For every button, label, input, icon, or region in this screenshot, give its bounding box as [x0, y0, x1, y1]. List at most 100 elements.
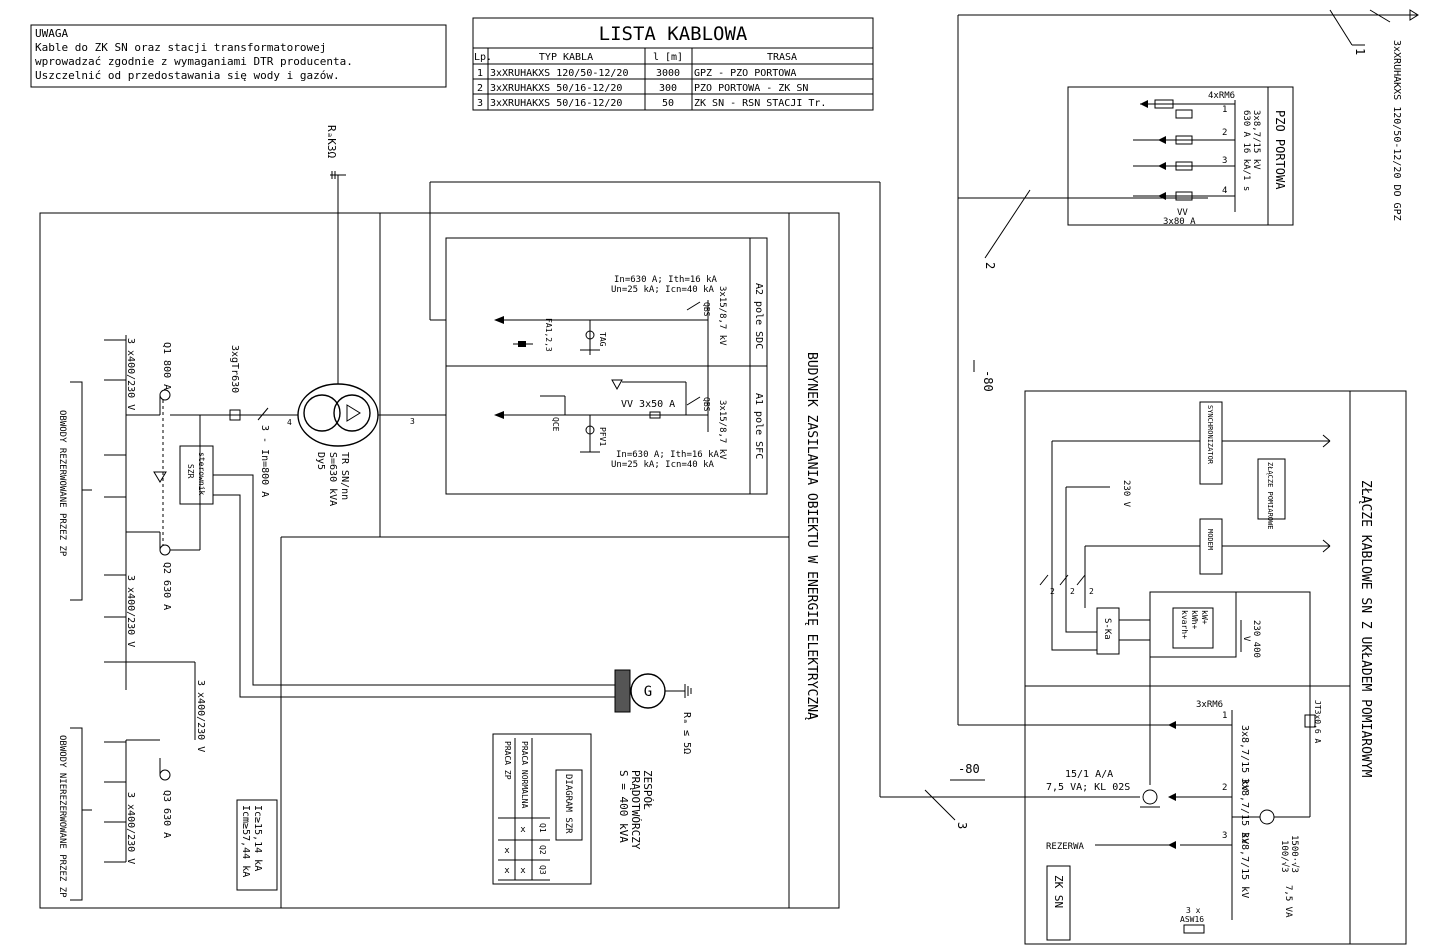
a1-voltage: 3x15/8,7 kV — [717, 400, 727, 460]
zk-bay-2: 2 — [1222, 783, 1227, 793]
zk-vt-3: 7,5 VA — [1283, 885, 1293, 918]
szr-diagram: DIAGRAM SZR PRACA NORMALNA PRACA ZP Q1 Q… — [492, 733, 592, 885]
feeder-lines: 3xXRUHAKXS 120/50-12/20 DO GPZ 1 2 -80 3… — [880, 9, 1419, 829]
zk-vt-2: 100/√3 — [1279, 840, 1290, 873]
aux-230v: 230 V — [1121, 480, 1131, 508]
szr-col-q3: Q3 — [538, 865, 547, 875]
metering-section: SYNCHRONIZATOR ZŁĄCZE POMIAROWE MODEM S-… — [1039, 401, 1331, 785]
generator-line-1: ZESPÓŁ — [641, 770, 654, 810]
feeder-n3: 3 — [955, 822, 969, 829]
wire-2-b: 2 — [1070, 587, 1075, 596]
meter-kwh: kWh+ — [1190, 610, 1199, 629]
meter-v: V — [1241, 636, 1251, 642]
zk-bay-3: 3 — [1222, 831, 1227, 841]
a2-param-2: Un=25 kA; Icn=40 kA — [611, 285, 715, 295]
szr-mark-normal-q1: x — [520, 825, 526, 835]
szr-col-q1: Q1 — [538, 823, 547, 833]
szr-controller: sterownik SZR — [179, 445, 615, 698]
cable-row-3-lp: 3 — [477, 98, 483, 109]
feeder-cable: 3xXRUHAKXS 120/50-12/20 DO GPZ — [1391, 40, 1402, 221]
zk-voltage-2: 3x8,7/15 kV — [1239, 778, 1250, 844]
cable-list-title: LISTA KABLOWA — [599, 23, 748, 45]
pzo-title: PZO PORTOWA — [1273, 110, 1287, 190]
szr-mark-zp-q2: x — [504, 846, 510, 856]
note-line-2: wprowadzać zgodnie z wymaganiami DTR pro… — [35, 55, 353, 68]
generator-symbol: G — [644, 684, 652, 700]
rk-label: RₐK3Ω — [325, 125, 338, 158]
cable-row-2-type: 3xXRUHAKXS 50/16-12/20 — [490, 83, 622, 94]
wire-mark-4: 4 — [287, 418, 292, 427]
pzo-bay-1: 1 — [1222, 105, 1227, 115]
ska-label: S-Ka — [1102, 618, 1112, 640]
generator-line-3: S = 400 kVA — [617, 770, 630, 843]
transformer-line-2: S=630 kVA — [327, 452, 338, 506]
meter-kw: kW+ — [1200, 610, 1209, 625]
wire-2-c: 2 — [1089, 587, 1094, 596]
a2-param-1: In=630 A; Ith=16 kA — [614, 275, 718, 285]
pzo-bay-4: 4 — [1222, 186, 1227, 196]
cable-row-2-length: 300 — [659, 83, 677, 94]
a2-fa: FA1,2,3 — [544, 318, 553, 352]
meter-kvarh: kvarh+ — [1180, 610, 1189, 639]
zk-jt: JT3x0,6 A — [1313, 700, 1322, 744]
zk-title: ZŁĄCZE KABLOWE SN Z UKŁADEM POMIAROWYM — [1358, 480, 1373, 778]
mv-switchgear: A2 pole SDC A1 pole SFC 3x15/8,7 kV 3x15… — [445, 237, 768, 495]
a1-field-label: A1 pole SFC — [753, 393, 764, 459]
feeder-minus80: -80 — [981, 370, 995, 392]
meter-voltage: 230 400 — [1251, 620, 1261, 658]
controller-label-1: sterownik — [197, 452, 206, 496]
a1-qce: QCE — [551, 417, 560, 432]
zk-rm: 3xRM6 — [1196, 700, 1223, 710]
zk-vt-1: 1500·√3 — [1289, 835, 1300, 873]
transformer-line-1: TR SN/nn — [339, 452, 350, 500]
generator-earth: Rₐ ≤ 5Ω — [681, 712, 692, 754]
zk-voltage-1: 3x8,7/15 kV — [1239, 725, 1250, 791]
pzo-rating-2: 3x8,7/15 kV — [1251, 110, 1261, 170]
zk-asw-1: 3 x — [1186, 906, 1201, 915]
q1-label: Q1 800 A — [161, 342, 172, 390]
cable-row-3-route: ZK SN - RSN STACJI Tr. — [694, 98, 826, 109]
szr-mark-zp-q3: x — [504, 866, 510, 876]
busbar-voltage-1: 3 x400/230 V — [125, 338, 136, 410]
wire-2-a: 2 — [1050, 587, 1055, 596]
a1-qbs: QBS — [702, 397, 711, 412]
zk-sn-enclosure: ZŁĄCZE KABLOWE SN Z UKŁADEM POMIAROWYM Z… — [1024, 390, 1407, 945]
cable-list-table: LISTA KABLOWA Lp. TYP KABLA l [m] TRASA … — [472, 17, 874, 111]
zk-reserve: REZERWA — [1046, 842, 1085, 852]
fuse-label: 3xgTr630 — [229, 345, 240, 393]
ic-line-2: Icm≥57,44 kA — [240, 805, 251, 877]
busbar-voltage-4: 3 x400/230 V — [125, 792, 136, 864]
circuits-reserved: OBWODY REZERWOWANE PRZEZ ZP — [57, 410, 67, 557]
cable-row-3-type: 3xXRUHAKXS 50/16-12/20 — [490, 98, 622, 109]
note-box: UWAGA Kable do ZK SN oraz stacji transfo… — [30, 24, 447, 88]
ic-line-1: Ic≥15,14 kA — [252, 805, 263, 871]
a1-param-2: Un=25 kA; Icn=40 kA — [611, 460, 715, 470]
a1-pfv: PFV1 — [598, 427, 607, 446]
cable-list-header-type: TYP KABLA — [539, 52, 593, 63]
sync-label: SYNCHRONIZATOR — [1206, 405, 1214, 465]
cable-row-1-length: 3000 — [656, 68, 680, 79]
busbar-voltage-2: 3 x400/230 V — [125, 575, 136, 647]
generator: G Rₐ ≤ 5Ω ZESPÓŁ PRĄDOTWÓRCZY S = 400 kV… — [614, 669, 692, 850]
cable-row-2-lp: 2 — [477, 83, 483, 94]
a2-tag: TAG — [598, 332, 607, 347]
pzo-portowa: PZO PORTOWA 4xRM6 630 A 16 kA/1 s 3x8,7/… — [1067, 86, 1294, 227]
szr-row-normal: PRACA NORMALNA — [520, 741, 529, 809]
pzo-rm: 4xRM6 — [1208, 91, 1235, 101]
note-title: UWAGA — [35, 27, 68, 40]
pzo-vv: VV — [1177, 208, 1188, 218]
short-circuit-box: Ic≥15,14 kA Icm≥57,44 kA — [236, 799, 278, 891]
zk-asw-2: ASW16 — [1180, 915, 1204, 924]
cable-list-header-route: TRASA — [767, 52, 797, 63]
cable-list-header-lp: Lp. — [474, 52, 492, 63]
pzo-bay-3: 3 — [1222, 156, 1227, 166]
feeder-n2: 2 — [983, 262, 997, 269]
cable-row-1-lp: 1 — [477, 68, 483, 79]
zk-bay-1: 1 — [1222, 711, 1227, 721]
a1-vv: VV 3x50 A — [621, 399, 675, 410]
feeder-n1: 1 — [1353, 48, 1367, 55]
cable-row-3-length: 50 — [662, 98, 674, 109]
szr-row-zp: PRACA ZP — [503, 741, 512, 780]
building-title: BUDYNEK ZASILANIA OBIEKTU W ENERGIĘ ELEK… — [804, 352, 819, 720]
